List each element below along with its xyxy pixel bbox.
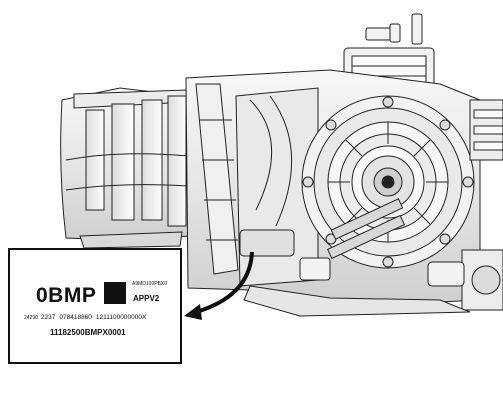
label-num-2: 2237: [40, 314, 56, 321]
lower-casing: [243, 198, 471, 317]
label-code: 0BMP: [36, 284, 97, 307]
label-serial: 11182500BMPX0001: [50, 328, 126, 337]
label-barcode-square: [104, 282, 126, 304]
curved-arrow-icon: [184, 251, 254, 320]
label-approval: APPV2: [133, 294, 160, 303]
label-num-3: 078418860: [59, 314, 92, 321]
flange-bolts: [302, 96, 474, 268]
label-small-text: A9MD100PBX0: [132, 281, 168, 287]
left-housing: [60, 87, 191, 249]
output-flange: [301, 95, 475, 269]
label-num-4: 1211100000000X: [95, 314, 147, 321]
label-num-1: 24290: [24, 315, 38, 321]
